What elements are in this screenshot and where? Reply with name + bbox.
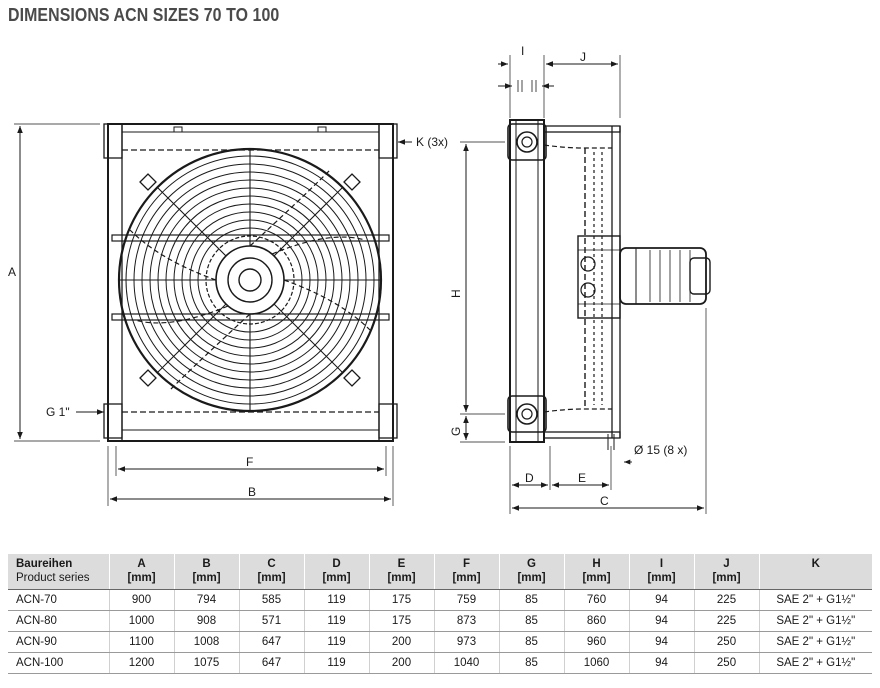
cell-i: 94 [628, 652, 694, 674]
side-view [507, 119, 711, 450]
cell-i: 94 [628, 589, 694, 611]
table-row: ACN-70 900 794 585 119 175 759 85 760 94… [8, 589, 872, 611]
cell-i: 94 [628, 631, 694, 653]
cell-h: 1060 [563, 652, 629, 674]
cell-f: 973 [433, 631, 499, 653]
cell-a: 1200 [108, 652, 174, 674]
cell-k: SAE 2" + G1½" [758, 589, 872, 611]
dim-hole-label: Ø 15 (8 x) [634, 443, 687, 457]
header-series-en: Product series [16, 572, 90, 584]
header-col-k: K [758, 554, 872, 590]
dim-h-label: H [449, 289, 463, 298]
cell-f: 873 [433, 610, 499, 632]
header-series: Baureihen Product series [8, 554, 109, 590]
row-series-name: ACN-80 [8, 610, 109, 632]
cell-c: 647 [238, 631, 304, 653]
header-col-d: D[mm] [303, 554, 369, 590]
header-col-a: A[mm] [108, 554, 174, 590]
dim-d-label: D [525, 471, 534, 485]
cell-f: 1040 [433, 652, 499, 674]
cell-g: 85 [498, 589, 564, 611]
header-col-h: H[mm] [563, 554, 629, 590]
cell-g: 85 [498, 631, 564, 653]
cell-b: 1008 [173, 631, 239, 653]
header-col-f: F[mm] [433, 554, 499, 590]
cell-a: 1000 [108, 610, 174, 632]
cell-e: 175 [368, 610, 434, 632]
side-dimensions [460, 55, 707, 514]
cell-c: 585 [238, 589, 304, 611]
cell-h: 760 [563, 589, 629, 611]
header-series-de: Baureihen [16, 558, 73, 570]
cell-d: 119 [303, 631, 369, 653]
dim-b-label: B [248, 485, 256, 499]
dim-e-label: E [578, 471, 586, 485]
table-header-row: Baureihen Product series A[mm] B[mm] C[m… [8, 554, 872, 590]
dim-i-label: I [521, 44, 524, 58]
dim-j-label: J [580, 50, 586, 64]
cell-j: 225 [693, 610, 759, 632]
cell-a: 900 [108, 589, 174, 611]
cell-h: 960 [563, 631, 629, 653]
front-dimensions [14, 123, 412, 506]
dim-c-label: C [600, 494, 609, 508]
header-col-b: B[mm] [173, 554, 239, 590]
cell-d: 119 [303, 589, 369, 611]
cell-b: 1075 [173, 652, 239, 674]
cell-g: 85 [498, 610, 564, 632]
cell-k: SAE 2" + G1½" [758, 652, 872, 674]
cell-c: 647 [238, 652, 304, 674]
cell-h: 860 [563, 610, 629, 632]
header-col-e: E[mm] [368, 554, 434, 590]
page-title: DIMENSIONS ACN SIZES 70 TO 100 [8, 4, 280, 25]
cell-d: 119 [303, 652, 369, 674]
dim-a-label: A [8, 265, 16, 279]
dim-g-label: G [449, 427, 463, 436]
cell-a: 1100 [108, 631, 174, 653]
cell-c: 571 [238, 610, 304, 632]
dim-k-label: K (3x) [416, 135, 448, 149]
cell-f: 759 [433, 589, 499, 611]
cell-d: 119 [303, 610, 369, 632]
header-col-g: G[mm] [498, 554, 564, 590]
cell-g: 85 [498, 652, 564, 674]
dimensions-table: Baureihen Product series A[mm] B[mm] C[m… [8, 554, 872, 674]
dimension-drawing: A F B G 1" K (3x) [8, 44, 711, 514]
cell-e: 200 [368, 631, 434, 653]
front-view [103, 123, 398, 442]
cell-i: 94 [628, 610, 694, 632]
table-row: ACN-90 1100 1008 647 119 200 973 85 960 … [8, 631, 872, 653]
table-row: ACN-100 1200 1075 647 119 200 1040 85 10… [8, 652, 872, 674]
header-col-j: J[mm] [693, 554, 759, 590]
row-series-name: ACN-70 [8, 589, 109, 611]
cell-b: 908 [173, 610, 239, 632]
cell-e: 200 [368, 652, 434, 674]
dim-g1-label: G 1" [46, 405, 70, 419]
row-series-name: ACN-90 [8, 631, 109, 653]
header-col-c: C[mm] [238, 554, 304, 590]
cell-e: 175 [368, 589, 434, 611]
row-series-name: ACN-100 [8, 652, 109, 674]
dim-f-label: F [246, 455, 253, 469]
cell-j: 225 [693, 589, 759, 611]
cell-j: 250 [693, 652, 759, 674]
table-row: ACN-80 1000 908 571 119 175 873 85 860 9… [8, 610, 872, 632]
cell-k: SAE 2" + G1½" [758, 610, 872, 632]
cell-b: 794 [173, 589, 239, 611]
header-col-i: I[mm] [628, 554, 694, 590]
cell-j: 250 [693, 631, 759, 653]
cell-k: SAE 2" + G1½" [758, 631, 872, 653]
